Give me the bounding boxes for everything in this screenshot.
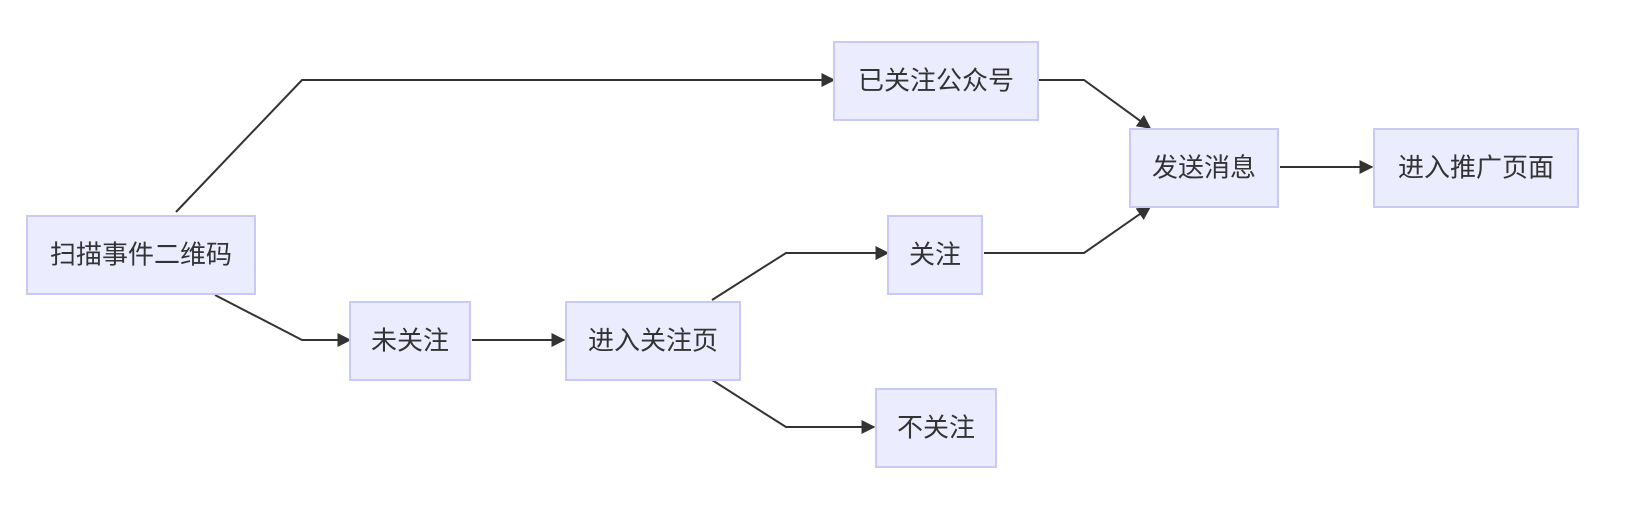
node-followed: 已关注公众号 <box>833 41 1039 121</box>
edge-enter-follow-page-to-no-follow <box>711 379 876 434</box>
node-send-message-label: 发送消息 <box>1152 154 1256 184</box>
edge-followed-to-send-message <box>1038 79 1152 129</box>
node-scan-label: 扫描事件二维码 <box>50 241 232 271</box>
node-not-followed: 未关注 <box>349 301 471 381</box>
edges <box>175 73 1374 434</box>
edge-scan-to-followed <box>175 73 836 213</box>
node-follow: 关注 <box>887 215 983 295</box>
edge-enter-follow-page-to-follow <box>711 246 890 301</box>
node-enter-promo-page: 进入推广页面 <box>1373 128 1579 208</box>
node-enter-follow-page-label: 进入关注页 <box>588 327 718 357</box>
node-no-follow-label: 不关注 <box>897 414 975 444</box>
node-not-followed-label: 未关注 <box>371 327 449 357</box>
node-enter-follow-page: 进入关注页 <box>565 301 741 381</box>
node-enter-promo-page-label: 进入推广页面 <box>1398 154 1554 184</box>
node-scan: 扫描事件二维码 <box>26 215 256 295</box>
node-followed-label: 已关注公众号 <box>858 67 1014 97</box>
edge-follow-to-send-message <box>984 206 1152 254</box>
node-follow-label: 关注 <box>909 241 961 271</box>
node-no-follow: 不关注 <box>875 388 997 468</box>
node-send-message: 发送消息 <box>1129 128 1279 208</box>
edge-scan-to-not-followed <box>214 294 352 347</box>
